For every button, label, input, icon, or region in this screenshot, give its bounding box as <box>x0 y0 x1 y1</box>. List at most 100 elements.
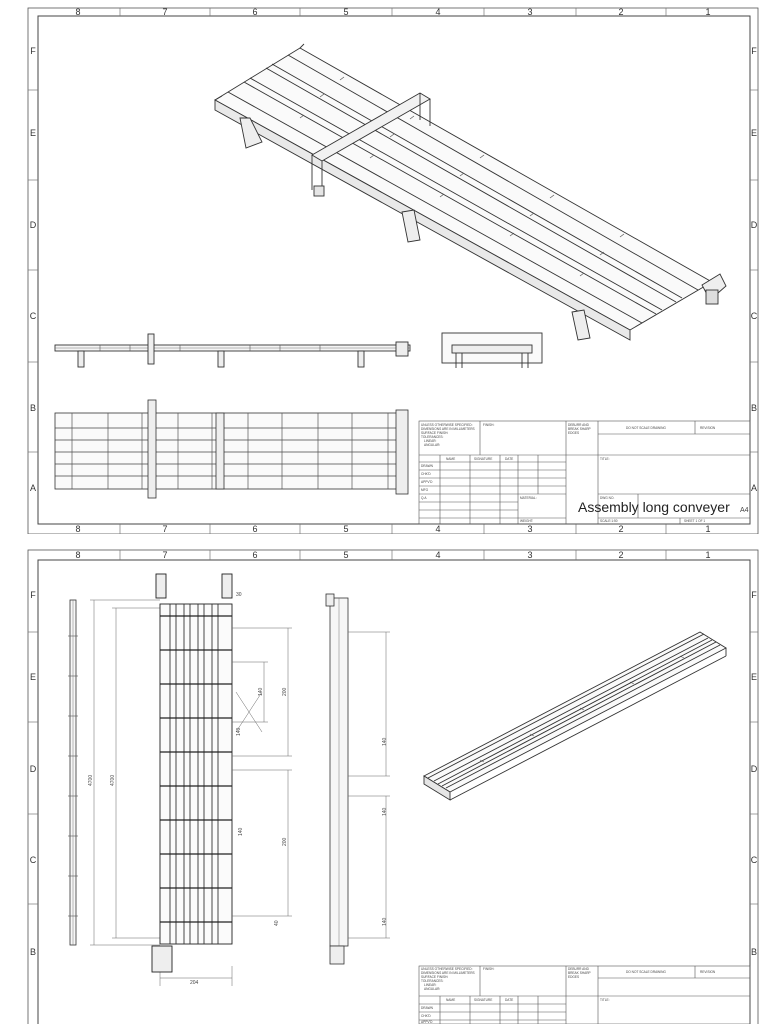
tb1-row-qa: Q.A <box>421 496 427 500</box>
s2-dim-140-f: 140 <box>382 917 388 926</box>
row-label-d-left: D <box>30 220 37 230</box>
tb1-sheet: SHEET 1 OF 1 <box>684 519 705 523</box>
s2-plan-ladder <box>151 573 233 973</box>
col-label-7-bottom: 7 <box>162 524 167 534</box>
tb2-header-date: DATE <box>505 998 513 1002</box>
tb1-header-name: NAME <box>446 457 455 461</box>
row-label-b-left: B <box>30 403 36 413</box>
title-block-2 <box>418 965 751 1024</box>
tb2-finish: FINISH: <box>483 967 494 971</box>
tb1-title-label: TITLE: <box>600 457 610 461</box>
tb1-revision: REVISION <box>700 426 716 430</box>
row-label-a-right: A <box>751 483 757 493</box>
tb1-note-1: DIMENSIONS ARE IN MILLIMETERS <box>421 427 475 431</box>
tb2-row-chkd: CHK'D <box>421 1014 431 1018</box>
tb1-deburr-1: BREAK SHARP <box>568 427 591 431</box>
s2-dim-30: 30 <box>236 592 242 598</box>
row-label-f-left: F <box>30 46 36 56</box>
tb2-row-drawn: DRAWN <box>421 1006 434 1010</box>
col-label-7-top: 7 <box>162 7 167 17</box>
drawing-sheet-2: 8 7 6 5 4 3 2 1 F E D C B F E D C B <box>0 546 768 1024</box>
s2-dim-140-a: 140 <box>258 687 264 696</box>
s2-row-label-f-right: F <box>751 590 757 600</box>
s2-row-label-f-left: F <box>30 590 36 600</box>
tb1-row-drawn: DRAWN <box>421 464 434 468</box>
tb1-note-2: SURFACE FINISH: <box>421 431 448 435</box>
row-label-d-right: D <box>751 220 758 230</box>
col-label-5-top: 5 <box>343 7 348 17</box>
s2-row-label-c-right: C <box>751 855 758 865</box>
s2-col-label-8: 8 <box>75 550 80 560</box>
col-label-4-bottom: 4 <box>435 524 440 534</box>
tb2-header-signature: SIGNATURE <box>474 998 492 1002</box>
tb2-deburr-2: EDGES <box>568 975 579 979</box>
tb2-note-4: LINEAR: <box>424 983 437 987</box>
s2-dim-overall-length: 4700 <box>88 775 94 786</box>
s2-dim-width: 204 <box>190 980 199 986</box>
row-label-e-left: E <box>30 128 36 138</box>
end-view <box>441 332 543 368</box>
s2-row-label-e-right: E <box>751 672 757 682</box>
s2-dim-200-b: 200 <box>282 837 288 846</box>
tb1-weight: WEIGHT: <box>520 519 533 523</box>
s2-col-label-2: 2 <box>618 550 623 560</box>
col-label-8-top: 8 <box>75 7 80 17</box>
s2-row-label-d-right: D <box>751 764 758 774</box>
s2-col-label-3: 3 <box>527 550 532 560</box>
side-elevation-view <box>54 333 411 368</box>
sheet-gap <box>0 534 768 546</box>
drawing-sheet-1: 8 7 6 5 4 3 2 1 8 7 6 5 4 3 2 1 F E D C … <box>27 7 759 534</box>
s2-dim-inner-length: 4700 <box>110 775 116 786</box>
sheet-2-svg: 8 7 6 5 4 3 2 1 F E D C B F E D C B <box>27 549 759 1024</box>
s2-right-dims <box>232 627 292 917</box>
col-label-6-bottom: 6 <box>252 524 257 534</box>
s2-dim-40: 40 <box>274 920 280 926</box>
tb1-row-chkd: CHK'D <box>421 472 431 476</box>
tb2-deburr-1: BREAK SHARP <box>568 971 591 975</box>
row-label-e-right: E <box>751 128 757 138</box>
col-label-5-bottom: 5 <box>343 524 348 534</box>
s2-col-label-5: 5 <box>343 550 348 560</box>
tb1-finish: FINISH: <box>483 423 494 427</box>
s2-dim-200-a: 200 <box>282 687 288 696</box>
tb1-scale: SCALE:1:50 <box>600 519 618 523</box>
tb2-row-appvd: APPV'D <box>421 1020 433 1024</box>
tb2-do-not-scale: DO NOT SCALE DRAWING <box>626 970 666 974</box>
s2-dim-140-d: 140 <box>382 807 388 816</box>
col-label-6-top: 6 <box>252 7 257 17</box>
row-label-c-left: C <box>30 311 37 321</box>
tb1-deburr-0: DEBURR AND <box>568 423 590 427</box>
tb1-material: MATERIAL: <box>520 496 537 500</box>
tb2-revision: REVISION <box>700 970 716 974</box>
row-label-a-left: A <box>30 483 36 493</box>
col-label-1-top: 1 <box>705 7 710 17</box>
drawing-title: Assembly long conveyer <box>578 499 730 515</box>
outer-border <box>27 7 759 534</box>
tb1-row-mfg: MFG <box>421 488 429 492</box>
tb1-deburr-2: EDGES <box>568 431 579 435</box>
tb1-size: A4 <box>740 507 749 514</box>
s2-row-label-b-right: B <box>751 947 757 957</box>
s2-row-label-c-left: C <box>30 855 37 865</box>
tb2-note-3: TOLERANCES: <box>421 979 444 983</box>
s2-dim-140-e: 140 <box>236 727 242 736</box>
col-label-2-bottom: 2 <box>618 524 623 534</box>
s2-dim-140-c: 140 <box>382 737 388 746</box>
col-label-1-bottom: 1 <box>705 524 710 534</box>
tb2-deburr-0: DEBURR AND <box>568 967 590 971</box>
tb1-dwg-no: DWG NO. <box>600 496 614 500</box>
sheet-1-svg: 8 7 6 5 4 3 2 1 8 7 6 5 4 3 2 1 F E D C … <box>27 7 759 534</box>
tb1-header-signature: SIGNATURE <box>474 457 492 461</box>
tb1-note-5: ANGULAR: <box>424 443 440 447</box>
plan-view <box>54 399 409 499</box>
s2-side-view-left <box>68 599 78 946</box>
inner-border-2 <box>37 559 751 1024</box>
outer-border-2 <box>27 549 759 1024</box>
s2-col-label-1: 1 <box>705 550 710 560</box>
tb2-note-5: ANGULAR: <box>424 987 440 991</box>
col-label-2-top: 2 <box>618 7 623 17</box>
s2-side-view-right <box>325 593 390 965</box>
tb2-header-name: NAME <box>446 998 455 1002</box>
col-label-3-bottom: 3 <box>527 524 532 534</box>
row-label-b-right: B <box>751 403 757 413</box>
